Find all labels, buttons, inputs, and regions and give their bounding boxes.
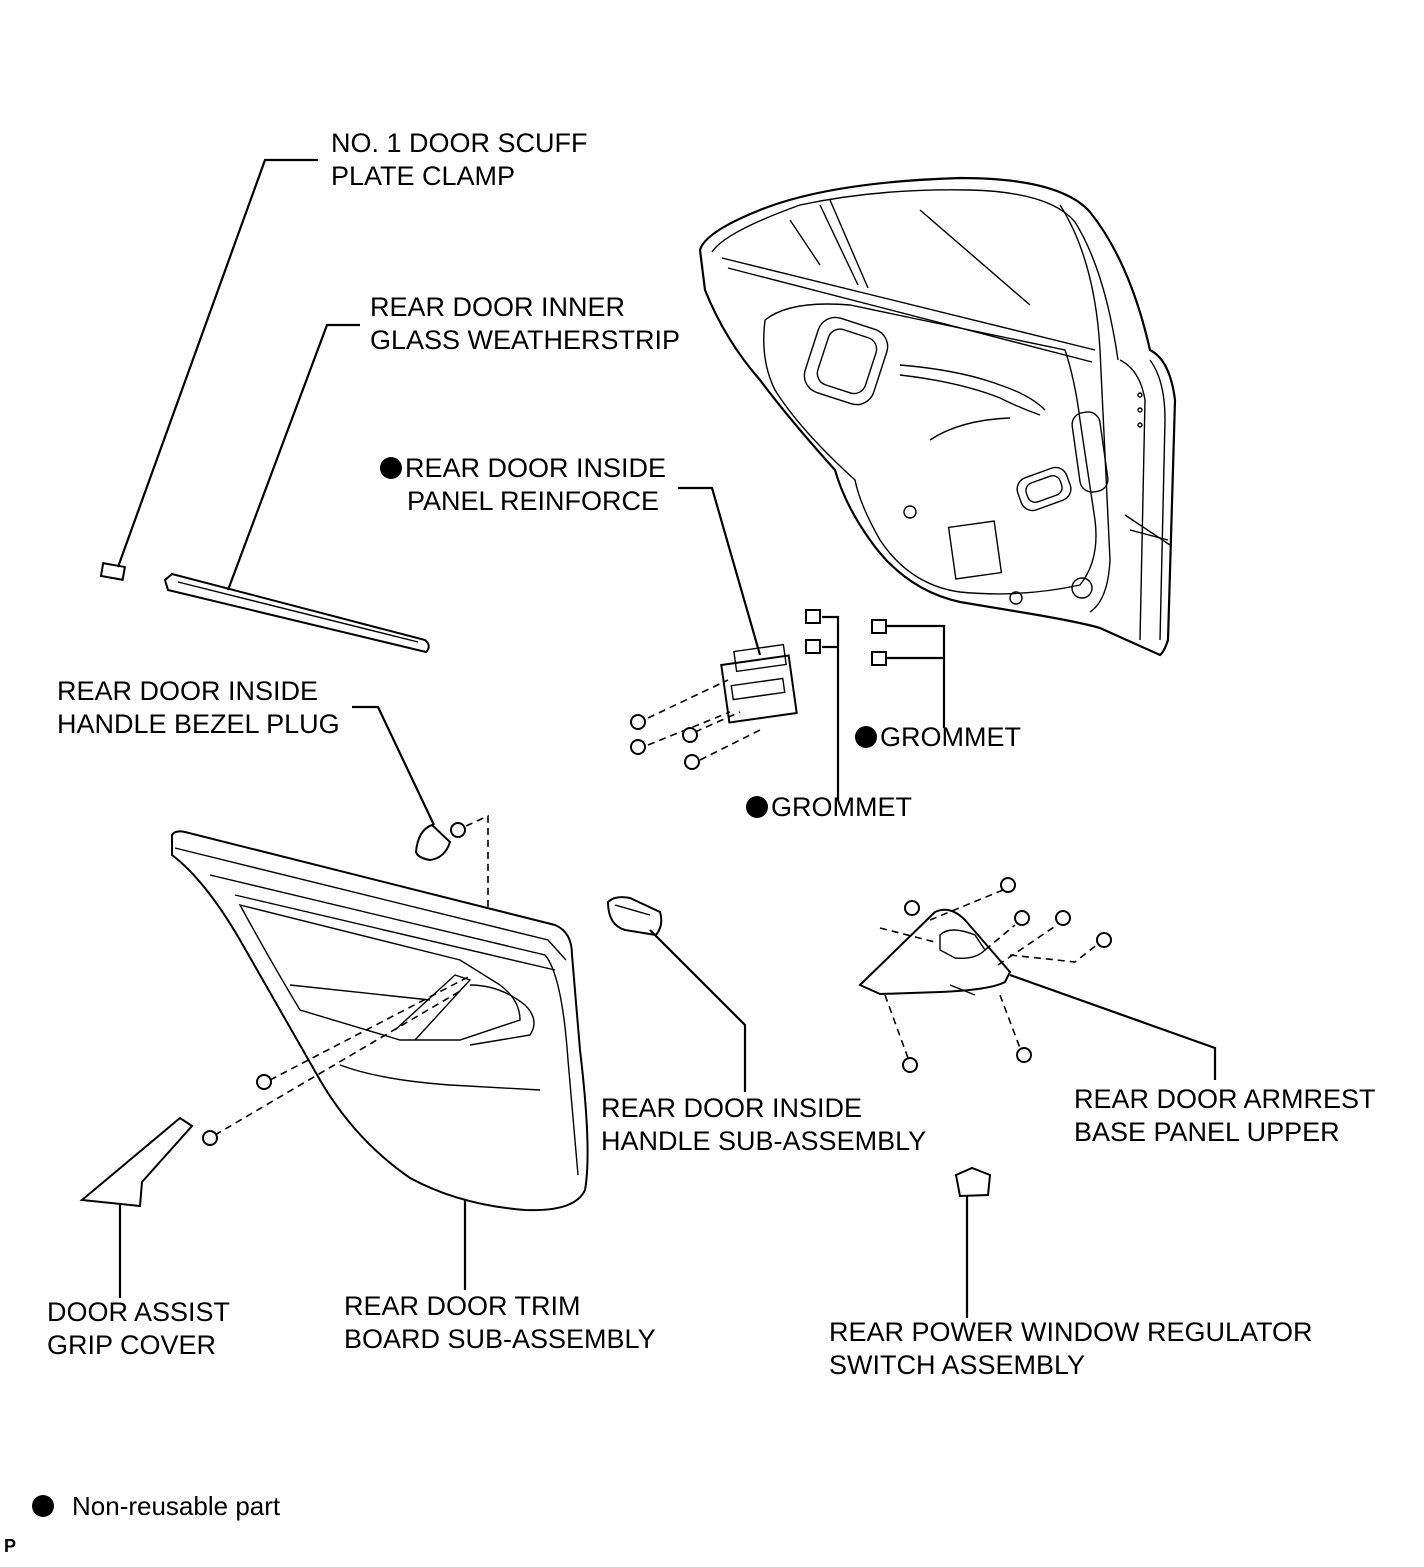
label-trim-board: REAR DOOR TRIM BOARD SUB-ASSEMBLY <box>344 1290 656 1356</box>
label-armrest-base-panel: REAR DOOR ARMREST BASE PANEL UPPER <box>1074 1083 1376 1149</box>
label-scuff-plate-clamp-line1: NO. 1 DOOR SCUFF <box>331 128 588 158</box>
window-switch-drawing <box>954 1166 992 1318</box>
label-inside-panel-reinforce-line1: REAR DOOR INSIDE <box>405 453 667 483</box>
label-trim-board-line1: REAR DOOR TRIM <box>344 1291 581 1321</box>
label-grommet-left-text: GROMMET <box>771 792 912 822</box>
label-inside-handle: REAR DOOR INSIDE HANDLE SUB-ASSEMBLY <box>601 1092 926 1158</box>
label-grommet-left: GROMMET <box>746 791 912 824</box>
non-reusable-dot-icon <box>380 457 402 479</box>
legend-text: Non-reusable part <box>72 1491 281 1521</box>
label-trim-board-line2: BOARD SUB-ASSEMBLY <box>344 1324 656 1354</box>
label-grommet-right: GROMMET <box>855 721 1021 754</box>
label-window-switch-line1: REAR POWER WINDOW REGULATOR <box>829 1317 1313 1347</box>
black-dot-icon <box>32 1495 54 1517</box>
label-assist-grip-cover-line1: DOOR ASSIST <box>47 1297 231 1327</box>
non-reusable-dot-icon <box>746 796 768 818</box>
label-assist-grip-cover-line2: GRIP COVER <box>47 1330 217 1360</box>
label-inside-handle-line2: HANDLE SUB-ASSEMBLY <box>601 1126 927 1156</box>
label-inner-glass-weatherstrip-line2: GLASS WEATHERSTRIP <box>370 325 681 355</box>
corner-mark: P <box>4 1536 17 1556</box>
label-armrest-base-panel-line2: BASE PANEL UPPER <box>1074 1117 1340 1147</box>
inside-panel-reinforce-drawing <box>630 486 798 770</box>
scuff-plate-clamp-drawing <box>99 158 318 581</box>
label-window-switch: REAR POWER WINDOW REGULATOR SWITCH ASSEM… <box>829 1316 1313 1382</box>
label-inside-handle-line1: REAR DOOR INSIDE <box>601 1093 863 1123</box>
label-inner-glass-weatherstrip: REAR DOOR INNER GLASS WEATHERSTRIP <box>370 291 680 357</box>
label-assist-grip-cover: DOOR ASSIST GRIP COVER <box>47 1296 230 1362</box>
non-reusable-dot-icon <box>855 726 877 748</box>
label-scuff-plate-clamp: NO. 1 DOOR SCUFF PLATE CLAMP <box>331 127 588 193</box>
label-inside-panel-reinforce: REAR DOOR INSIDE PANEL REINFORCE <box>380 452 666 518</box>
inside-handle-bezel-plug-drawing <box>352 705 489 1010</box>
label-bezel-plug: REAR DOOR INSIDE HANDLE BEZEL PLUG <box>57 675 340 741</box>
armrest-base-panel-drawing <box>858 877 1217 1080</box>
inner-glass-weatherstrip-drawing <box>163 323 430 654</box>
grommet-pair-right-drawing <box>871 619 946 728</box>
inside-handle-drawing <box>606 896 747 1092</box>
label-inner-glass-weatherstrip-line1: REAR DOOR INNER <box>370 292 626 322</box>
legend: Non-reusable part <box>32 1490 280 1523</box>
label-grommet-right-text: GROMMET <box>880 722 1021 752</box>
trim-board-drawing <box>171 830 589 1290</box>
label-bezel-plug-line1: REAR DOOR INSIDE <box>57 676 319 706</box>
label-scuff-plate-clamp-line2: PLATE CLAMP <box>331 161 516 191</box>
door-assist-grip-cover-drawing <box>79 1116 194 1298</box>
rear-door-panel-drawing <box>698 176 1177 657</box>
label-bezel-plug-line2: HANDLE BEZEL PLUG <box>57 709 340 739</box>
grommet-pair-left-drawing <box>805 609 840 800</box>
label-inside-panel-reinforce-line2: PANEL REINFORCE <box>407 486 660 516</box>
label-armrest-base-panel-line1: REAR DOOR ARMREST <box>1074 1084 1376 1114</box>
label-window-switch-line2: SWITCH ASSEMBLY <box>829 1350 1086 1380</box>
